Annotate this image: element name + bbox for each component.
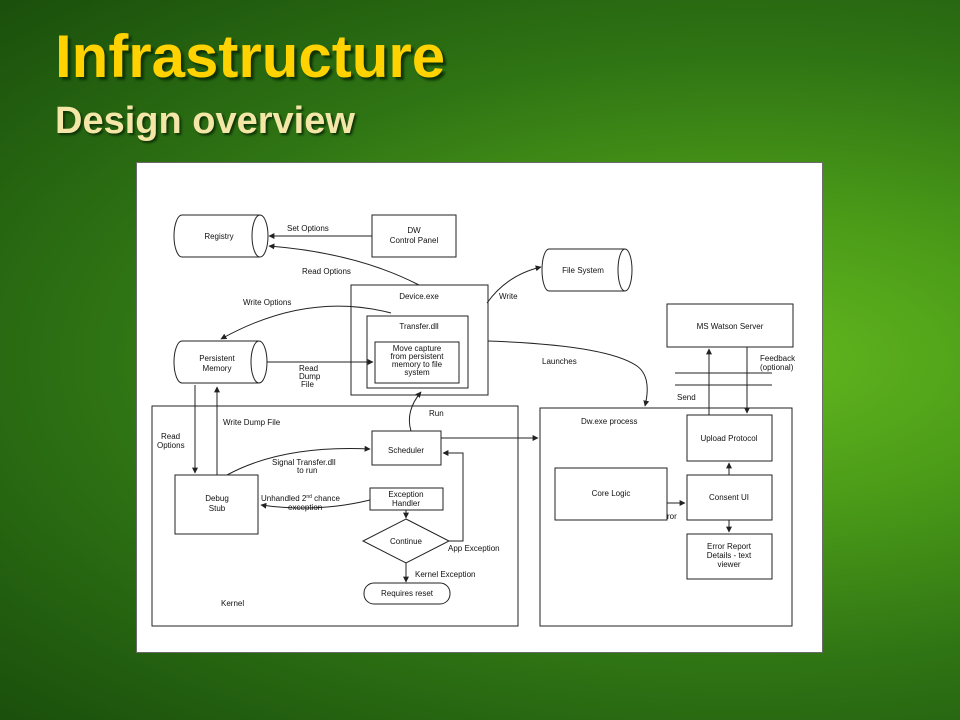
registry-label: Registry [204,232,233,241]
edge-read-options-left-label-1: Read [161,432,180,441]
persistent-memory-node: Persistent Memory [173,340,268,384]
scheduler-label: Scheduler [388,446,424,455]
requires-reset-node: Requires reset [363,582,451,605]
upload-protocol-label: Upload Protocol [701,434,758,443]
exception-handler-label-2: Handler [392,499,420,508]
ms-watson-server-node: MS Watson Server [666,303,794,348]
edge-read-options-top-label: Read Options [302,267,351,276]
file-system-node: File System [541,248,633,292]
edge-launches-label: Launches [542,357,577,366]
edge-unhandled-label-1: Unhandled 2nd chance [261,494,341,503]
consent-ui-node: Consent UI [686,474,773,521]
continue-label: Continue [390,537,423,546]
device-exe-label: Device.exe [399,292,439,301]
device-exe-node: Device.exe Transfer.dll Move capture fro… [350,284,489,396]
edge-send-label: Send [677,393,696,402]
error-report-label-3: viewer [717,560,740,569]
error-report-label-2: Details - text [707,551,752,560]
move-capture-label-4: system [404,368,430,377]
edge-set-options-label: Set Options [287,224,329,233]
exception-handler-node: Exception Handler [369,487,444,511]
debug-stub-label-2: Stub [209,504,226,513]
slide-subtitle: Design overview [55,100,355,142]
control-panel-label-1: DW [407,226,421,235]
edge-read-dump-file-label-3: File [301,380,314,389]
edge-read-options-left-label-2: Options [157,441,185,450]
edge-kernel-exception-label: Kernel Exception [415,570,475,579]
debug-stub-node: Debug Stub [174,474,259,535]
edge-read-dump-file-label-2: Dump [299,372,321,381]
error-report-label-1: Error Report [707,542,752,551]
edge-read-options-top [268,243,420,286]
edge-error-partial-label: ror [667,512,677,521]
architecture-diagram: Registry DW Control Panel File System De… [136,162,823,653]
ms-watson-server-label: MS Watson Server [697,322,764,331]
core-logic-label: Core Logic [592,489,631,498]
edge-feedback-label-2: (optional) [760,363,794,372]
edge-signal-transfer-label-1: Signal Transfer.dll [272,458,336,467]
kernel-label: Kernel [221,599,244,608]
persistent-memory-label-1: Persistent [199,354,235,363]
edge-unhandled-exception [260,499,371,509]
upload-protocol-node: Upload Protocol [686,414,773,462]
move-capture-label-3: memory to file [392,360,443,369]
edge-signal-transfer [226,445,371,476]
edge-feedback-label-1: Feedback [760,354,796,363]
edge-write-label: Write [499,292,518,301]
edge-launches [487,340,650,407]
edge-write-dump-file-label: Write Dump File [223,418,281,427]
edge-app-exception-label: App Exception [448,544,500,553]
edge-read-dump-file-label-1: Read [299,364,318,373]
requires-reset-label: Requires reset [381,589,434,598]
edge-write-options-label: Write Options [243,298,291,307]
exception-handler-label-1: Exception [388,490,423,499]
edge-write-options [220,305,392,340]
transfer-dll-label: Transfer.dll [399,322,438,331]
control-panel-label-2: Control Panel [390,236,439,245]
consent-ui-label: Consent UI [709,493,749,502]
edge-unhandled-label-2: exception [288,503,322,512]
move-capture-label-2: from persistent [391,352,445,361]
edge-run [408,391,422,432]
dw-exe-process-label: Dw.exe process [581,417,637,426]
edge-run-label: Run [429,409,444,418]
slide-title: Infrastructure [55,23,446,90]
control-panel-node: DW Control Panel [371,214,457,258]
edge-app-exception [442,450,464,542]
debug-stub-label-1: Debug [205,494,229,503]
edge-write [486,265,542,304]
persistent-memory-label-2: Memory [203,364,232,373]
core-logic-node: Core Logic [554,467,668,521]
edge-signal-transfer-label-2: to run [297,466,317,475]
move-capture-label-1: Move capture [393,344,442,353]
scheduler-node: Scheduler [371,430,442,466]
registry-node: Registry [173,214,269,258]
file-system-label: File System [562,266,604,275]
error-report-details-node: Error Report Details - text viewer [686,533,773,580]
